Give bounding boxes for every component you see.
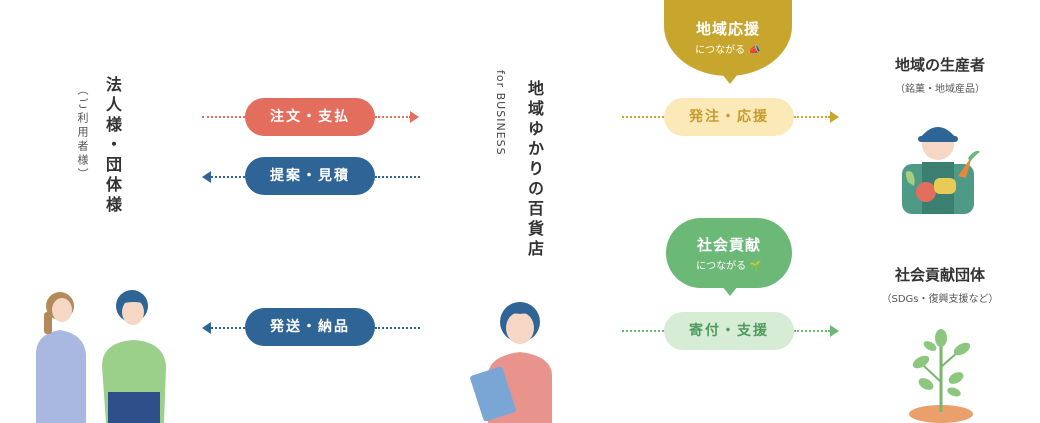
order-support-pill: 発注・応援: [664, 98, 794, 136]
store-subtitle: for BUSINESS: [494, 70, 507, 156]
store-title: 地域ゆかりの百貨店: [525, 80, 544, 260]
proposal-estimate-pill: 提案・見積: [245, 157, 375, 195]
megaphone-icon: 📣: [748, 45, 761, 56]
social-contribution-badge: 社会貢献 につながる 🌱: [666, 218, 792, 288]
producers-title: 地域の生産者: [894, 56, 985, 74]
social-badge-title: 社会貢献: [696, 236, 761, 254]
order-payment-pill: 注文・支払: [245, 98, 375, 136]
hasso-arrowhead: [830, 111, 839, 123]
store-staff-illustration: [470, 302, 552, 423]
corporate-subtitle: （ご利用者様）: [76, 84, 89, 182]
order-line-right: [375, 116, 411, 118]
shipping-line-right: [375, 327, 420, 329]
proposal-arrowhead: [202, 171, 211, 183]
regional-support-badge: 地域応援 につながる 📣: [664, 0, 792, 76]
sapling-illustration: [909, 329, 973, 423]
kifu-arrowhead: [830, 325, 839, 337]
regional-badge-title: 地域応援: [695, 20, 760, 38]
shipping-delivery-pill: 発送・納品: [245, 308, 375, 346]
shipping-line-left: [211, 327, 245, 329]
sprout-icon: 🌱: [749, 261, 762, 272]
shipping-arrowhead: [202, 322, 211, 334]
social-groups-subtitle: （SDGs・復興支援など）: [881, 294, 999, 305]
donation-support-pill: 寄付・支援: [664, 312, 794, 350]
proposal-line-right: [375, 176, 420, 178]
corporate-people-illustration: [36, 290, 166, 423]
producers-subtitle: （銘菓・地域産品）: [895, 84, 985, 95]
proposal-line-left: [211, 176, 245, 178]
order-arrowhead: [410, 111, 419, 123]
regional-badge-tail: [722, 74, 738, 84]
kifu-line-right: [794, 330, 830, 332]
hasso-line-left: [622, 116, 664, 118]
order-line-left: [202, 116, 245, 118]
corporate-title: 法人様・団体様: [103, 76, 122, 216]
social-badge-sub: につながる 🌱: [696, 261, 762, 272]
farmer-illustration: [902, 127, 980, 214]
social-badge-tail: [722, 286, 738, 296]
social-groups-title: 社会貢献団体: [894, 266, 985, 284]
hasso-line-right: [794, 116, 830, 118]
regional-badge-sub: につながる 📣: [695, 45, 761, 56]
kifu-line-left: [622, 330, 664, 332]
